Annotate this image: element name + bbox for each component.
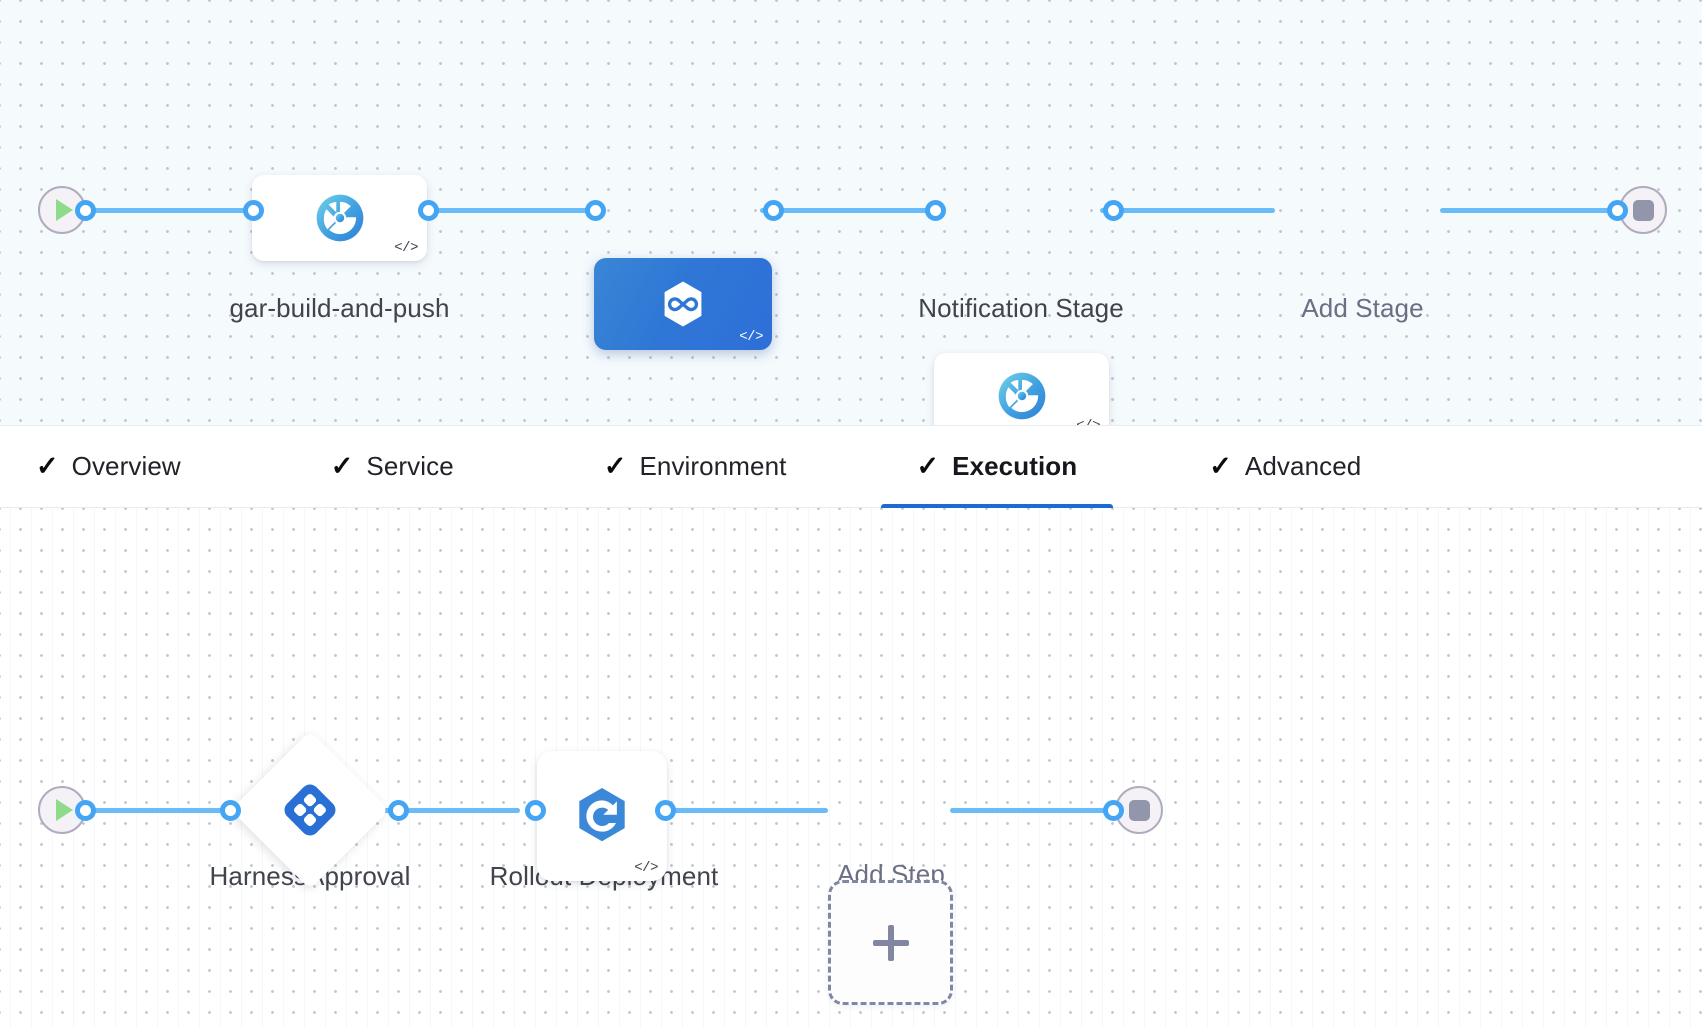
tab-overview[interactable]: ✓ Overview — [0, 425, 217, 508]
wire-step-0-to-step-1 — [380, 808, 520, 813]
stage-label-0: gar-build-and-push — [229, 293, 450, 323]
play-triangle — [56, 799, 73, 821]
harness-approval-icon — [284, 784, 336, 836]
tab-advanced-label: Advanced — [1244, 451, 1362, 481]
wire-start-to-stage-0 — [82, 208, 260, 213]
tab-execution-label: Execution — [952, 451, 1078, 481]
stage-node-gke-deploy[interactable]: </> — [594, 258, 772, 350]
port-step-1-out[interactable] — [655, 800, 676, 821]
port-stage-1-out[interactable] — [763, 200, 784, 221]
tab-service-label: Service — [366, 451, 454, 481]
step-node-rollout-deployment[interactable]: </> — [537, 751, 667, 881]
tab-advanced[interactable]: ✓ Advanced — [1173, 425, 1397, 508]
check-icon: ✓ — [36, 451, 59, 481]
port-stage-2-in[interactable] — [925, 200, 946, 221]
port-stage-1-in[interactable] — [585, 200, 606, 221]
port-stage-0-out[interactable] — [418, 200, 439, 221]
harness-ci-build-icon — [998, 372, 1045, 420]
port-step-start-out[interactable] — [75, 800, 96, 821]
port-stage-2-out[interactable] — [1103, 200, 1124, 221]
port-stage-0-in[interactable] — [243, 200, 264, 221]
add-stage-label: Add Stage — [1301, 293, 1424, 323]
stop-square — [1632, 199, 1654, 221]
k8s-rollout-deployment-icon — [579, 787, 625, 842]
port-step-1-in[interactable] — [525, 800, 546, 821]
code-badge-icon[interactable]: </> — [634, 860, 658, 876]
code-badge-icon[interactable]: </> — [739, 329, 763, 345]
port-start-out[interactable] — [75, 200, 96, 221]
harness-ci-build-icon — [316, 194, 363, 242]
stop-square — [1128, 799, 1150, 821]
port-end-in[interactable] — [1607, 200, 1628, 221]
stage-node-gar-build-and-push[interactable]: </> — [252, 175, 427, 261]
play-triangle — [56, 199, 73, 221]
wire-step-start-to-step-0 — [82, 808, 237, 813]
tab-environment-label: Environment — [639, 451, 787, 481]
stage-node-notification-stage[interactable]: </> — [934, 353, 1109, 425]
wire-stage-2-to-add — [1100, 208, 1275, 213]
code-badge-icon[interactable]: </> — [394, 240, 418, 256]
tab-service[interactable]: ✓ Service — [295, 425, 490, 508]
diamond-shape — [230, 730, 390, 890]
check-icon: ✓ — [330, 451, 354, 481]
tab-environment[interactable]: ✓ Environment — [568, 425, 823, 508]
wire-step-1-to-add — [628, 808, 828, 813]
wire-stage-0-to-stage-1 — [415, 208, 600, 213]
add-step-button[interactable] — [828, 880, 953, 1005]
wire-stage-1-to-stage-2 — [760, 208, 930, 213]
port-step-0-in[interactable] — [220, 800, 241, 821]
stage-config-tabs: ✓ Overview ✓ Service ✓ Environment ✓ Exe… — [0, 425, 1702, 509]
harness-cd-deploy-icon — [664, 281, 702, 327]
port-step-end-in[interactable] — [1103, 800, 1124, 821]
tab-overview-label: Overview — [71, 451, 181, 481]
port-step-0-out[interactable] — [388, 800, 409, 821]
wire-add-to-end — [1440, 208, 1615, 213]
check-icon: ✓ — [603, 451, 627, 481]
stage-label-2: Notification Stage — [918, 293, 1124, 323]
step-node-harnessapproval[interactable] — [230, 730, 390, 890]
code-badge-icon[interactable]: </> — [1076, 418, 1100, 425]
plus-icon — [872, 924, 909, 961]
check-icon: ✓ — [1209, 451, 1232, 481]
wire-add-to-step-end — [950, 808, 1115, 813]
execution-graph-canvas[interactable]: HarnessApproval </> Rollout Deployment A… — [0, 508, 1702, 1028]
tab-execution[interactable]: ✓ Execution — [880, 425, 1114, 509]
stage-graph-canvas[interactable]: </> gar-build-and-push </> gke-deploy — [0, 0, 1702, 425]
check-icon: ✓ — [916, 451, 940, 481]
